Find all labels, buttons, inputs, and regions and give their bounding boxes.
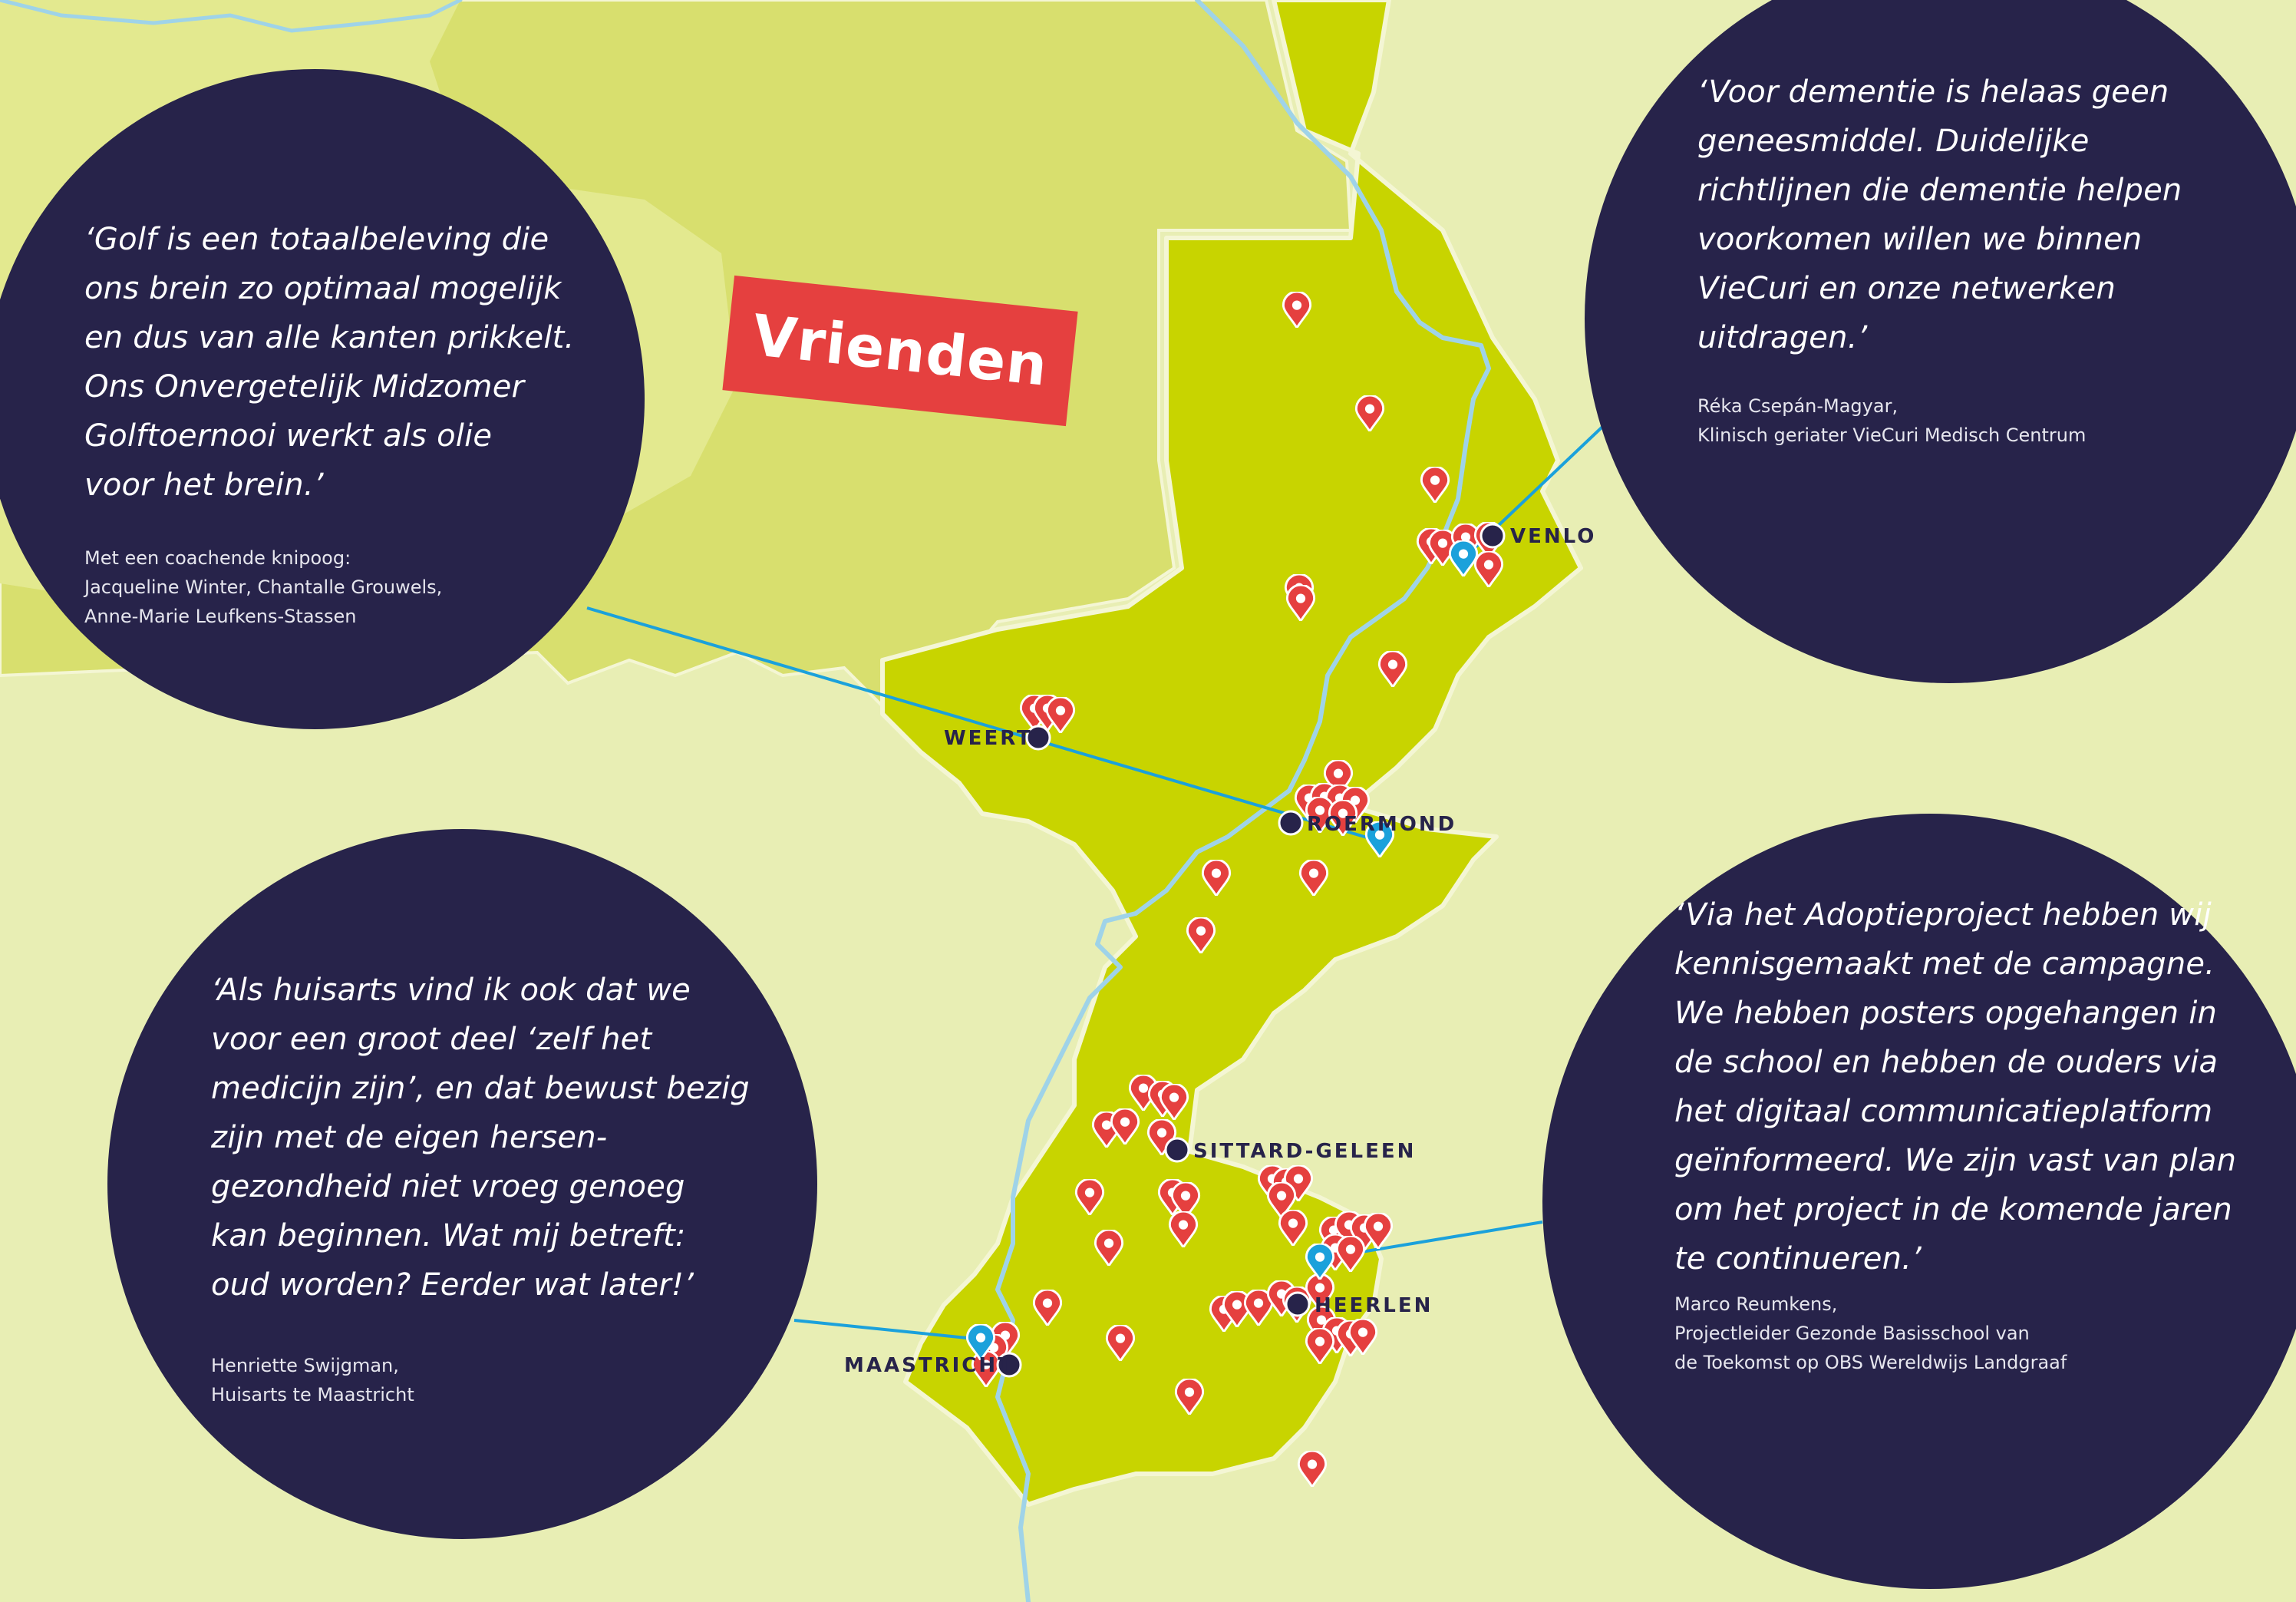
attribution-landgraaf: Marco Reumkens, Projectleider Gezonde Ba… xyxy=(1674,1290,2067,1377)
quote-text-viecuri: ‘Voor dementie is helaas geen geneesmidd… xyxy=(1697,68,2182,362)
quote-circle-huisarts: ‘Als huisarts vind ik ook dat we voor ee… xyxy=(107,829,817,1539)
quote-line: de school en hebben de ouders via xyxy=(1674,1045,2218,1080)
quote-line: ‘Voor dementie is helaas geen xyxy=(1697,74,2169,110)
city-label-venlo: VENLO xyxy=(1510,525,1596,548)
attribution-golf: Met een coachende knipoog: Jacqueline Wi… xyxy=(84,543,442,631)
quote-line: gezondheid niet vroeg genoeg xyxy=(211,1169,685,1204)
quote-line: kennisgemaakt met de campagne. xyxy=(1674,946,2215,982)
quote-circle-viecuri: ‘Voor dementie is helaas geen geneesmidd… xyxy=(1585,0,2296,683)
city-dot-heerlen xyxy=(1285,1291,1311,1317)
quote-line: zijn met de eigen hersen- xyxy=(211,1120,608,1155)
city-label-sittard-geleen: SITTARD-GELEEN xyxy=(1193,1140,1416,1163)
quote-line: medicijn zijn’, en dat bewust bezig xyxy=(211,1071,750,1106)
city-dot-weert xyxy=(1025,725,1051,751)
attribution-line: Jacqueline Winter, Chantalle Grouwels, xyxy=(84,576,443,598)
attribution-line: Met een coachende knipoog: xyxy=(84,547,351,569)
city-dot-maastricht xyxy=(996,1352,1022,1378)
attribution-line: de Toekomst op OBS Wereldwijs Landgraaf xyxy=(1674,1352,2067,1373)
quote-line: ons brein zo optimaal mogelijk xyxy=(84,271,562,306)
river-maas xyxy=(995,0,1491,1602)
connector-golf xyxy=(586,606,1378,842)
attribution-viecuri: Réka Csepán-Magyar, Klinisch geriater Vi… xyxy=(1697,391,2086,450)
attribution-line: Anne-Marie Leufkens-Stassen xyxy=(84,606,357,627)
quote-line: voor het brein.’ xyxy=(84,467,324,503)
quote-line: VieCuri en onze netwerken xyxy=(1697,271,2116,306)
city-dots xyxy=(996,523,1506,1378)
quote-line: voorkomen willen we binnen xyxy=(1697,222,2143,257)
banner-label: Vrienden xyxy=(749,302,1051,399)
quote-line: te continueren.’ xyxy=(1674,1241,1922,1277)
quote-line: om het project in de komende jaren xyxy=(1674,1192,2232,1227)
river-tributary xyxy=(0,0,463,33)
city-dot-sittard-geleen xyxy=(1164,1137,1190,1163)
quote-circle-landgraaf: ‘Via het Adoptieproject hebben wij kenni… xyxy=(1542,814,2296,1589)
city-dot-venlo xyxy=(1480,523,1506,549)
attribution-line: Huisarts te Maastricht xyxy=(211,1384,414,1405)
city-label-maastricht: MAASTRICHT xyxy=(844,1354,1014,1377)
quote-text-golf: ‘Golf is een totaalbeleving die ons brei… xyxy=(84,215,574,510)
province-shape xyxy=(880,0,1583,1507)
city-label-heerlen: HEERLEN xyxy=(1315,1294,1433,1317)
attribution-line: Projectleider Gezonde Basisschool van xyxy=(1674,1323,2030,1344)
quote-circle-golf: ‘Golf is een totaalbeleving die ons brei… xyxy=(0,69,645,729)
quote-line: Golftoernooi werkt als olie xyxy=(84,418,493,454)
quote-line: oud worden? Eerder wat later!’ xyxy=(211,1267,694,1303)
city-label-roermond: ROERMOND xyxy=(1307,813,1456,836)
attribution-line: Klinisch geriater VieCuri Medisch Centru… xyxy=(1697,424,2087,446)
quote-line: ‘Golf is een totaalbeleving die xyxy=(84,222,549,257)
city-dot-roermond xyxy=(1278,810,1304,836)
quote-line: ‘Via het Adoptieproject hebben wij xyxy=(1674,897,2212,933)
quote-line: geïnformeerd. We zijn vast van plan xyxy=(1674,1143,2237,1178)
quote-line: en dus van alle kanten prikkelt. xyxy=(84,320,575,355)
quote-text-huisarts: ‘Als huisarts vind ik ook dat we voor ee… xyxy=(211,966,750,1310)
quote-line: Ons Onvergetelijk Midzomer xyxy=(84,369,525,405)
quote-line: voor een groot deel ‘zelf het xyxy=(211,1022,652,1057)
quote-line: ‘Als huisarts vind ik ook dat we xyxy=(211,973,691,1008)
marker-red xyxy=(1297,1451,1328,1487)
quote-line: richtlijnen die dementie helpen xyxy=(1697,173,2182,208)
attribution-line: Réka Csepán-Magyar, xyxy=(1697,395,1898,417)
attribution-line: Marco Reumkens, xyxy=(1674,1293,1838,1315)
quote-text-landgraaf: ‘Via het Adoptieproject hebben wij kenni… xyxy=(1674,890,2236,1283)
quote-line: kan beginnen. Wat mij betreft: xyxy=(211,1218,686,1254)
city-label-weert: WEERT xyxy=(944,727,1033,750)
connector-maastricht xyxy=(793,1319,983,1341)
attribution-huisarts: Henriette Swijgman, Huisarts te Maastric… xyxy=(211,1351,414,1409)
quote-line: het digitaal communicatieplatform xyxy=(1674,1094,2213,1129)
quote-line: uitdragen.’ xyxy=(1697,320,1868,355)
attribution-line: Henriette Swijgman, xyxy=(211,1355,399,1376)
quote-line: geneesmiddel. Duidelijke xyxy=(1697,124,2090,159)
quote-line: We hebben posters opgehangen in xyxy=(1674,996,2218,1031)
